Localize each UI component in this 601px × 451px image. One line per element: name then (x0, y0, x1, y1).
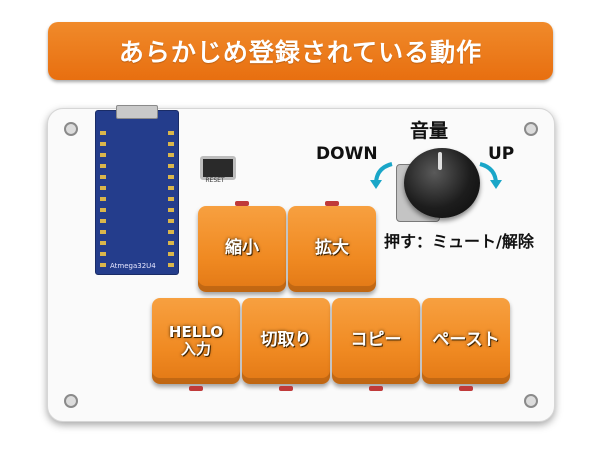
mounting-hole (524, 394, 538, 408)
key-pad (189, 386, 203, 391)
volume-down-label: DOWN (316, 144, 378, 164)
key-label: 拡大 (315, 238, 349, 259)
microcontroller-board: Atmega32U4 (95, 105, 179, 275)
key-label: コピー (350, 330, 402, 351)
usb-connector (116, 105, 158, 119)
banner-title: あらかじめ登録されている動作 (118, 38, 483, 67)
mcu-label: Atmega32U4 (110, 262, 156, 270)
paste-key[interactable]: ペースト (422, 298, 510, 384)
key-label-line2: 入力 (180, 340, 211, 358)
reset-label: RESET (205, 177, 225, 184)
title-banner: あらかじめ登録されている動作 (48, 22, 553, 80)
volume-knob[interactable] (404, 148, 480, 218)
key-label: 切取り (260, 330, 312, 351)
hello-input-key[interactable]: HELLO 入力 (152, 298, 240, 384)
key-label: HELLO 入力 (168, 322, 224, 359)
volume-title: 音量 (410, 120, 449, 142)
cut-key[interactable]: 切取り (242, 298, 330, 384)
rotate-left-arrow-icon (370, 162, 393, 189)
key-label: ペースト (432, 330, 500, 351)
volume-up-label: UP (488, 144, 515, 164)
key-pad (459, 386, 473, 391)
key-pad (325, 201, 339, 206)
zoom-out-key[interactable]: 縮小 (198, 206, 286, 292)
copy-key[interactable]: コピー (332, 298, 420, 384)
reset-button[interactable] (200, 156, 236, 180)
pin-header-left (100, 131, 106, 271)
mounting-hole (64, 394, 78, 408)
key-label: 縮小 (225, 238, 259, 259)
mounting-hole (524, 122, 538, 136)
rotate-right-arrow-icon (479, 162, 502, 189)
key-pad (279, 386, 293, 391)
zoom-in-key[interactable]: 拡大 (288, 206, 376, 292)
key-pad (369, 386, 383, 391)
volume-press-label: 押す：ミュート/解除 (384, 232, 534, 251)
pin-header-right (168, 131, 174, 271)
mounting-hole (64, 122, 78, 136)
key-pad (235, 201, 249, 206)
key-label-line1: HELLO (168, 322, 224, 341)
knob-marker (438, 152, 442, 170)
